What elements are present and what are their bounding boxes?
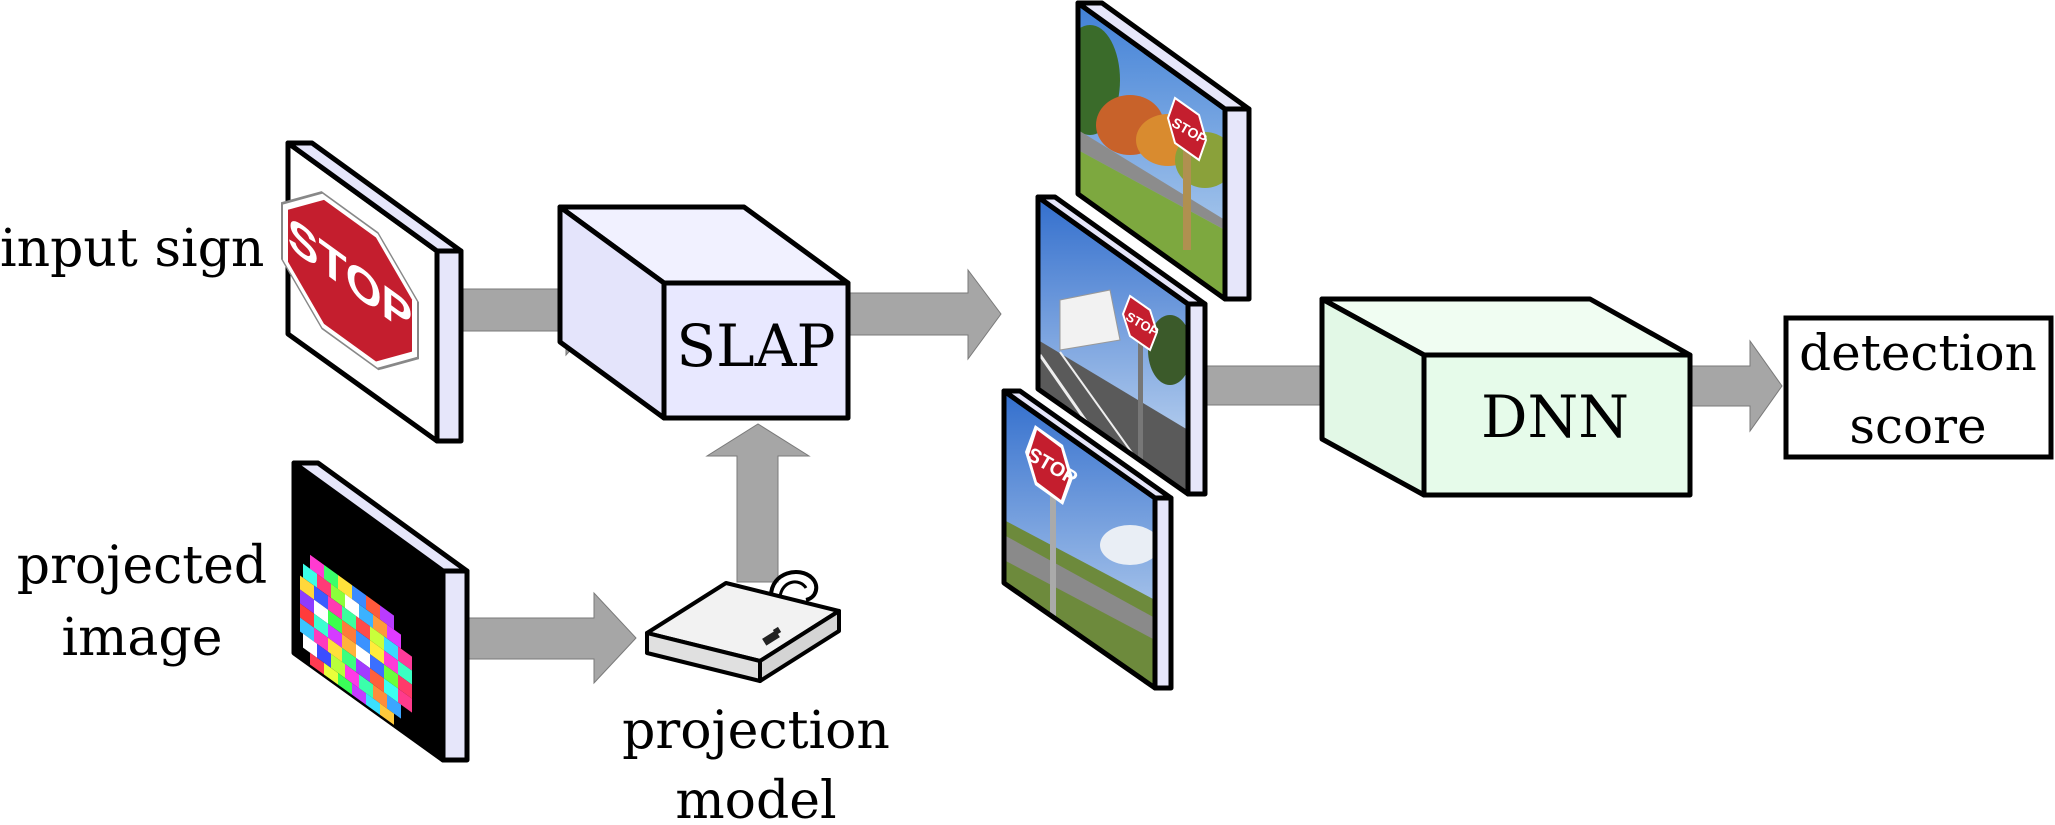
detection-score-box: detection score [1783, 315, 2054, 460]
projector-icon [645, 570, 841, 683]
slap-block: SLAP [557, 204, 851, 421]
projector-lens-icon [762, 626, 782, 646]
slap-label: SLAP [676, 312, 835, 380]
arrow-dnn-to-score [1689, 339, 1783, 433]
perturbation-pattern [300, 554, 412, 728]
dnn-label: DNN [1481, 383, 1629, 451]
arrow-projected-to-projector [466, 591, 637, 685]
projection-model-label-line1: projection [622, 701, 890, 761]
projection-model-label-line2: model [675, 771, 836, 825]
detection-score-line1: detection [1799, 324, 2037, 382]
input-sign-label: input sign [0, 219, 264, 279]
dnn-block: DNN [1319, 296, 1693, 498]
arrow-slap-to-images [847, 268, 1002, 361]
projected-image-label-line1: projected [17, 536, 267, 596]
arrow-projector-to-slap [705, 423, 811, 583]
projected-image-label-line2: image [61, 608, 222, 668]
detection-score-line2: score [1849, 397, 1986, 455]
projected-image-panel [291, 460, 470, 763]
input-sign-panel: STOP [281, 140, 464, 444]
